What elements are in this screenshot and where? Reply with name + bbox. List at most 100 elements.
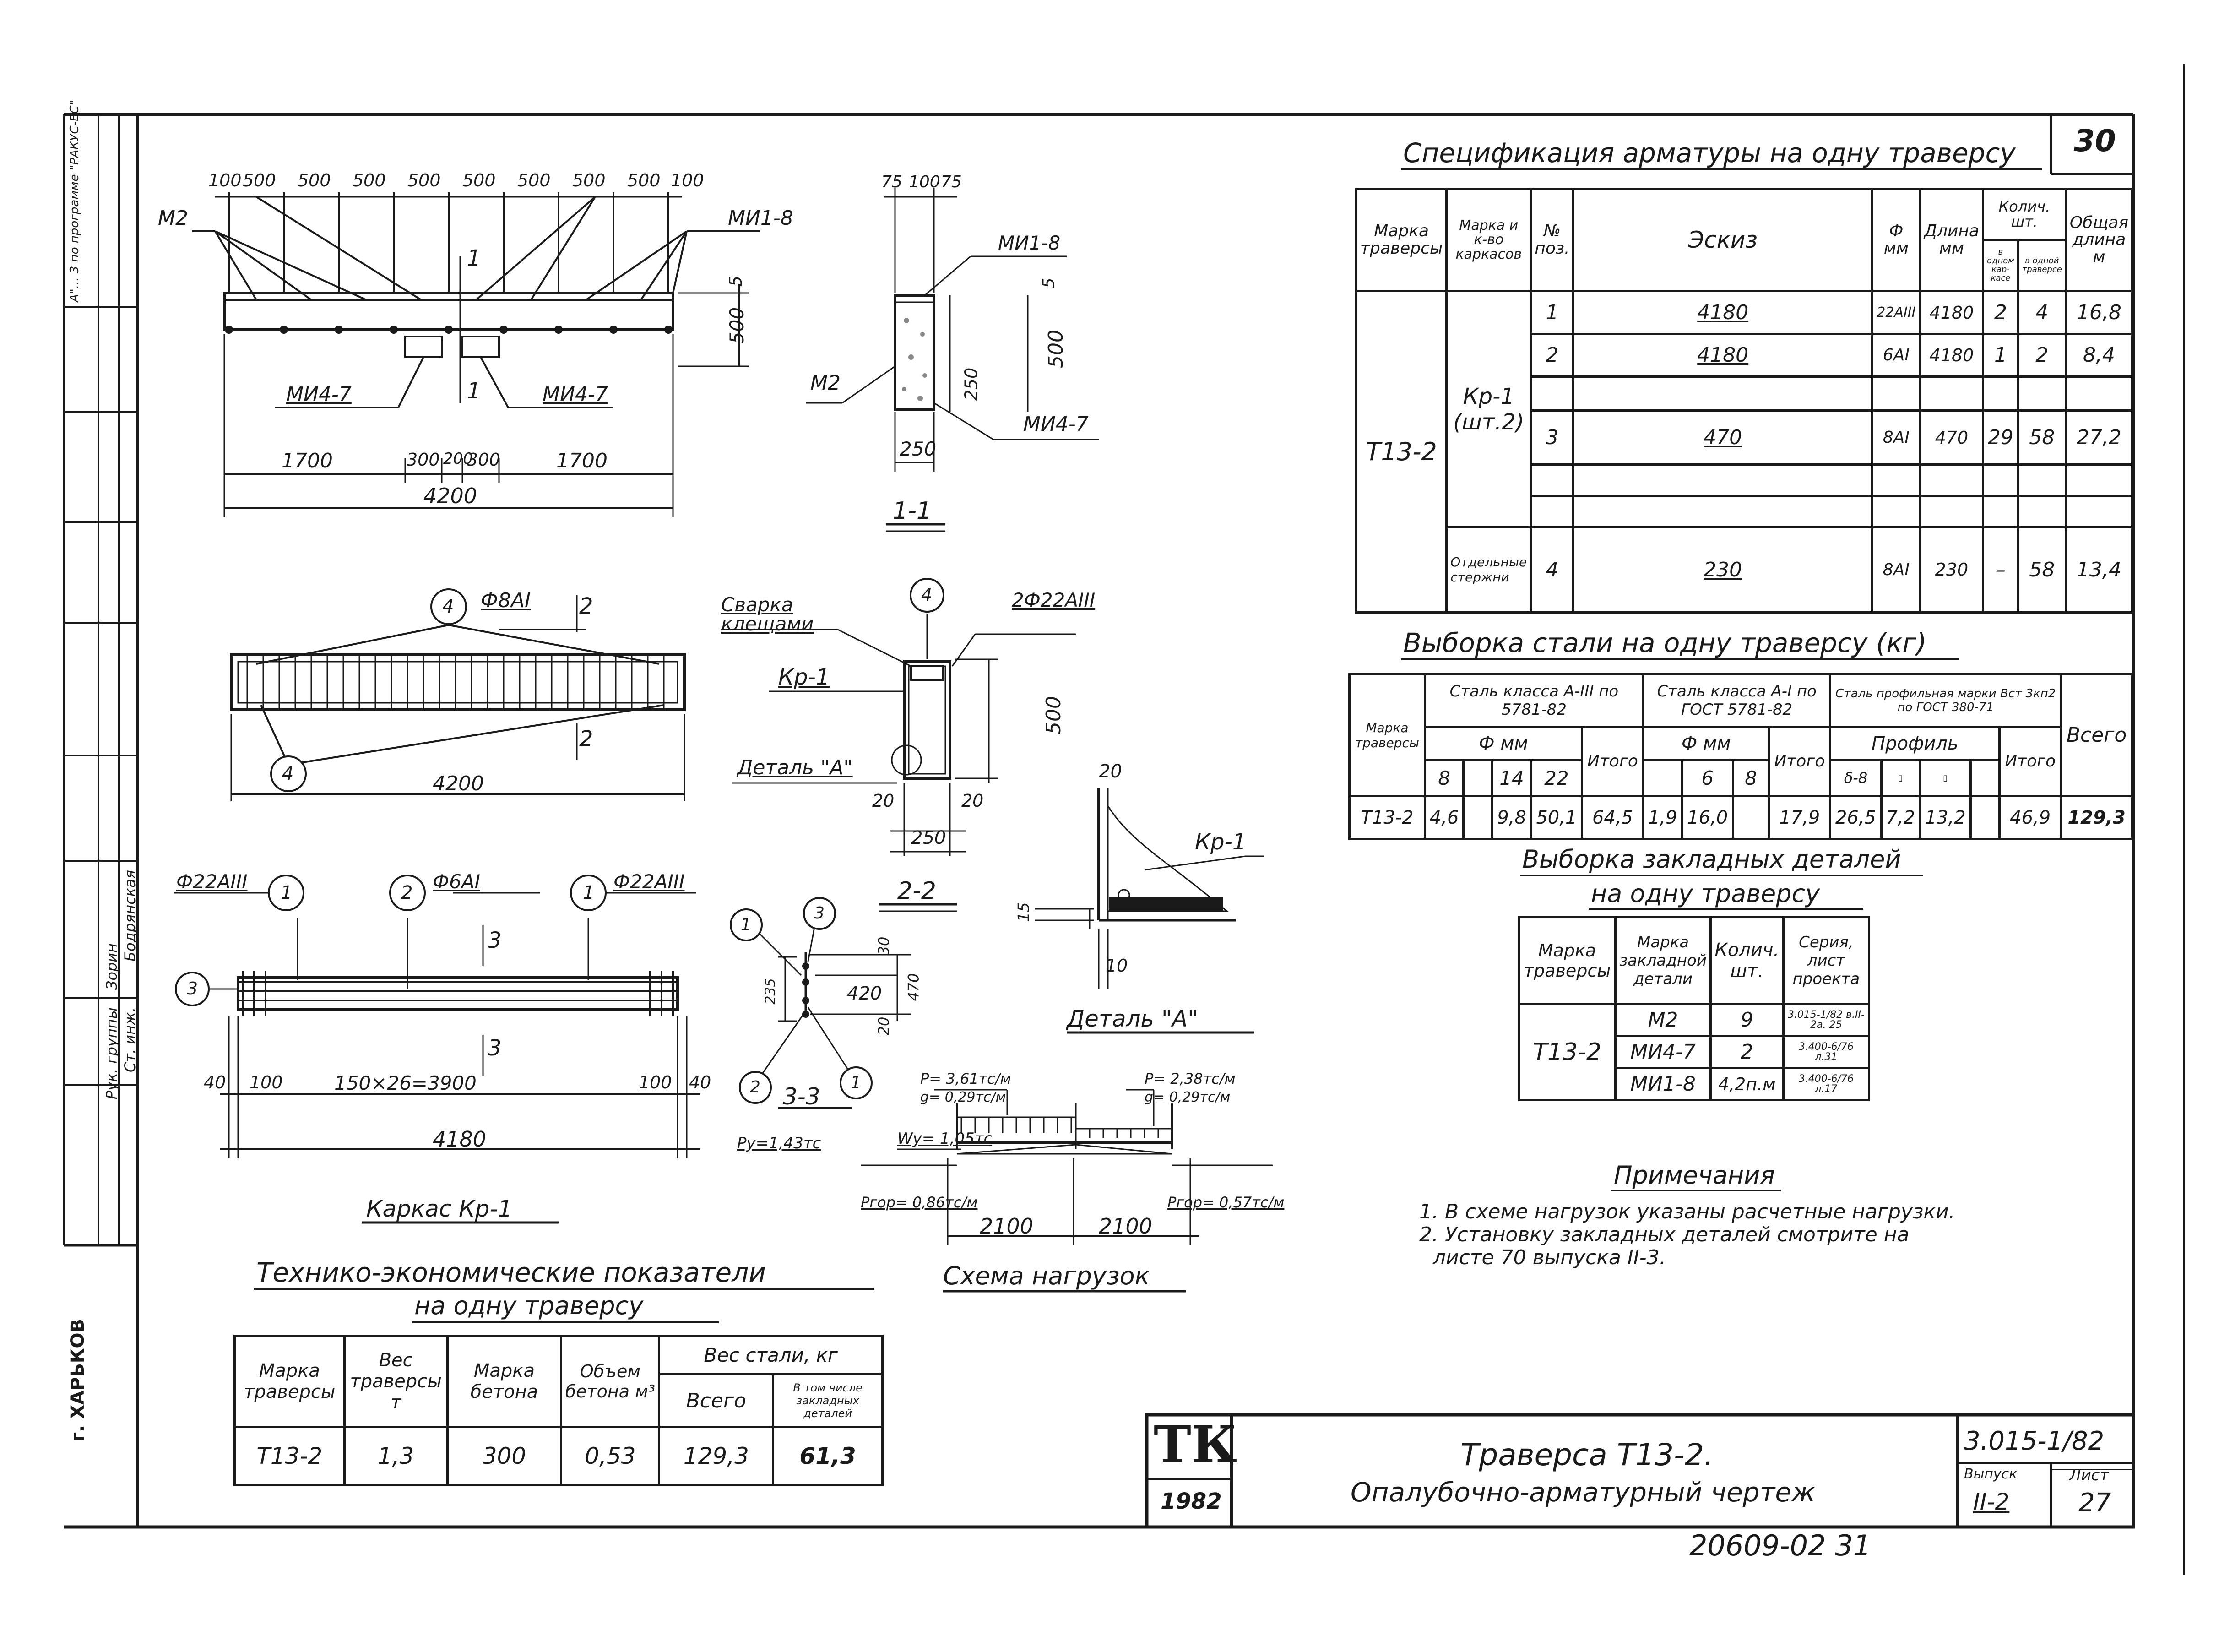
s1-dim-250v: 250: [961, 367, 982, 401]
s2-kr1: Кр-1: [778, 664, 830, 690]
dim: 500: [298, 170, 331, 190]
bottom-archive-code: 20609-02 31: [1689, 1529, 1872, 1562]
s3-dim-30: 30: [875, 936, 893, 956]
spec-q2: 58: [2017, 409, 2067, 466]
tep-h-volume: Объем бетона м³: [560, 1334, 661, 1429]
kr-dim-40a: 40: [204, 1072, 226, 1092]
label-detail-a: Деталь "А": [1067, 1005, 1199, 1032]
emb-qty: 2: [1709, 1035, 1785, 1069]
spec-h-len: Длина мм: [1919, 187, 1984, 293]
dim: 500: [517, 170, 551, 190]
emb-qty: 4,2п.м: [1709, 1067, 1785, 1101]
embedded-title-2: на одну траверсу: [1591, 879, 1820, 908]
s1-label-mi4-7: МИ4-7: [1023, 413, 1089, 436]
spec-empty: [1981, 375, 2019, 412]
s1-dim-75a: 75: [881, 173, 902, 191]
left-program-note: А"... 3 по программе "РАКУС-ЕС": [68, 100, 81, 302]
dim-200: 200: [443, 450, 473, 468]
spec-pos: 2: [1530, 332, 1575, 378]
s1-label-m2: М2: [810, 371, 841, 395]
dim-1700-left: 1700: [282, 449, 333, 473]
spec-empty: [2064, 495, 2134, 528]
kr-dim-100a: 100: [250, 1072, 283, 1092]
kr-dim-4180: 4180: [433, 1127, 487, 1152]
s1-label-mi1-8: МИ1-8: [998, 232, 1061, 254]
spec-len: 4180: [1919, 290, 1984, 335]
spec-empty: [1871, 463, 1921, 497]
emb-series: 3.400-6/76 л.31: [1782, 1035, 1871, 1069]
page-number: 30: [2074, 123, 2116, 158]
dim: 500: [462, 170, 496, 190]
kr-dim-40b: 40: [689, 1072, 711, 1092]
plan-pos-4-bottom: 4: [282, 763, 294, 784]
notes-title: Примечания: [1614, 1161, 1775, 1190]
notes-item-1: 1. В схеме нагрузок указаны расчетные на…: [1419, 1200, 1955, 1223]
steel-cell: [1969, 795, 2001, 840]
ld-pgor-right: Pгор= 0,57тс/м: [1167, 1194, 1285, 1211]
tep-cell: 0,53: [560, 1426, 661, 1486]
s3-pos-1-bottom: 1: [851, 1073, 861, 1092]
steel-sub: 8: [1423, 759, 1465, 798]
spec-dia: 22АIII: [1871, 290, 1921, 335]
steel-cell: 50,1: [1530, 795, 1583, 840]
tep-title-1: Технико-экономические показатели: [256, 1257, 766, 1288]
plan-pos-4-top: 4: [442, 596, 454, 617]
dim: 100: [671, 170, 704, 190]
spec-pos: 4: [1530, 526, 1575, 614]
s3-pos-2: 2: [750, 1078, 760, 1097]
kr-pos-2: 2: [401, 882, 413, 903]
dim: 500: [243, 170, 276, 190]
embedded-table: Марка траверсы Марка закладной детали Ко…: [1517, 916, 1871, 1101]
emb-h-mark: Марка траверсы: [1517, 916, 1617, 1005]
dim: 500: [353, 170, 386, 190]
spec-q2: 2: [2017, 332, 2067, 378]
plan-sec2-bottom: 2: [579, 726, 593, 752]
spec-h-qty: Колич. шт.: [1981, 188, 2067, 241]
spec-len: 230: [1919, 526, 1984, 614]
steel-h-total-a3: Итого: [1580, 725, 1645, 798]
steel-h-a3: Сталь класса А-III по 5781-82: [1423, 673, 1645, 728]
tep-cell: Т13-2: [233, 1426, 346, 1486]
emb-h-series: Серия, лист проекта: [1782, 916, 1871, 1005]
label-m2: М2: [158, 206, 188, 230]
emb-name: М2: [1614, 1003, 1712, 1037]
da-dim-10: 10: [1106, 956, 1128, 976]
spec-title: Спецификация арматуры на одну траверсу: [1403, 137, 2016, 168]
s2-detail-a: Деталь "А": [737, 756, 853, 779]
steel-cell: 13,2: [1919, 795, 1972, 840]
plan-phi8: Ф8АI: [481, 589, 531, 612]
left-person-1: Зорин: [103, 943, 120, 990]
tep-h-concrete: Марка бетона: [446, 1334, 563, 1429]
label-section-1-1: 1-1: [893, 497, 932, 525]
title-code: 3.015-1/82: [1964, 1426, 2105, 1456]
left-city: г. ХАРЬКОВ: [67, 1319, 88, 1442]
spec-separate: Отдельные стержни: [1445, 526, 1532, 614]
title-sheet: 27: [2078, 1488, 2111, 1518]
kr-phi22-right: Ф22АIII: [613, 870, 685, 893]
left-person-2: Бодрянская: [121, 870, 139, 962]
steel-h-total-prof: Итого: [1998, 725, 2062, 798]
s2-pos-4: 4: [921, 585, 933, 605]
steel-cell: 26,5: [1829, 795, 1883, 840]
tep-h-mark: Марка траверсы: [233, 1334, 346, 1429]
spec-total: 16,8: [2064, 290, 2134, 335]
ld-dim-2100a: 2100: [980, 1214, 1034, 1239]
kr-pos-1-left: 1: [281, 882, 293, 903]
title-year: 1982: [1161, 1489, 1222, 1514]
emb-name: МИ4-7: [1614, 1035, 1712, 1069]
ld-dim-2100b: 2100: [1099, 1214, 1153, 1239]
title-name-2: Опалубочно-арматурный чертеж: [1351, 1477, 1816, 1508]
s1-dim-75b: 75: [941, 173, 962, 191]
tep-h-weight: Вес траверсы т: [343, 1334, 449, 1429]
steel-sub: [1462, 759, 1494, 798]
spec-total: 13,4: [2064, 526, 2134, 614]
s1-dim-500: 500: [1044, 330, 1068, 368]
kr-pos-3: 3: [187, 978, 198, 999]
spec-dia: 6АI: [1871, 332, 1921, 378]
spec-q1: –: [1981, 526, 2019, 614]
dim-300-left: 300: [407, 450, 440, 470]
spec-h-total: Общая длина м: [2064, 187, 2134, 293]
steel-cell: 46,9: [1998, 795, 2062, 840]
spec-q2: 4: [2017, 290, 2067, 335]
ld-pgor-left: Pгор= 0,86тс/м: [861, 1194, 978, 1211]
